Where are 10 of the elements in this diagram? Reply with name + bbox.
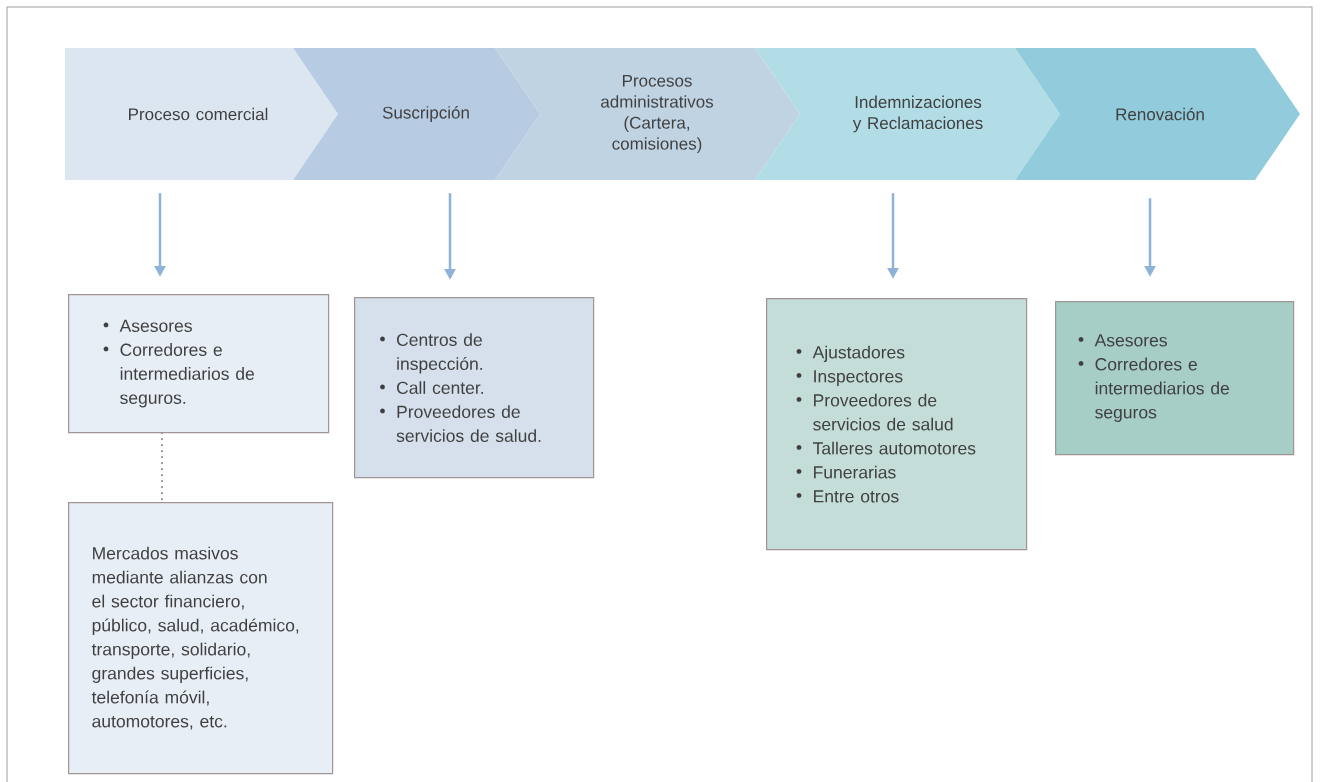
- list-box: Centros de inspección. Call center. Proveedores de servicios de salud.: [354, 297, 595, 479]
- chevron-step: Indemnizaciones y Reclamaciones: [755, 48, 1060, 180]
- list-box: Ajustadores Inspectores Proveedores de servicios de salud Talleres automotores Funerarias Entre otros: [766, 298, 1028, 551]
- chevron-step: Proceso comercial: [65, 48, 338, 180]
- chevron-step: Suscripción: [293, 48, 540, 180]
- chevron-step: Renovación: [1015, 48, 1300, 180]
- text-box: Mercados masivos mediante alianzas con el sector financiero, público, salud, académico, transporte, solidario, grandes superficies, telefonía móvil, automotores, etc.: [68, 502, 334, 775]
- list-box: Asesores Corredores e intermediarios de seguros.: [68, 294, 330, 434]
- chevron-step: Procesos administrativos (Cartera, comisiones): [495, 48, 800, 180]
- list-box: Asesores Corredores e intermediarios de seguros: [1055, 301, 1295, 456]
